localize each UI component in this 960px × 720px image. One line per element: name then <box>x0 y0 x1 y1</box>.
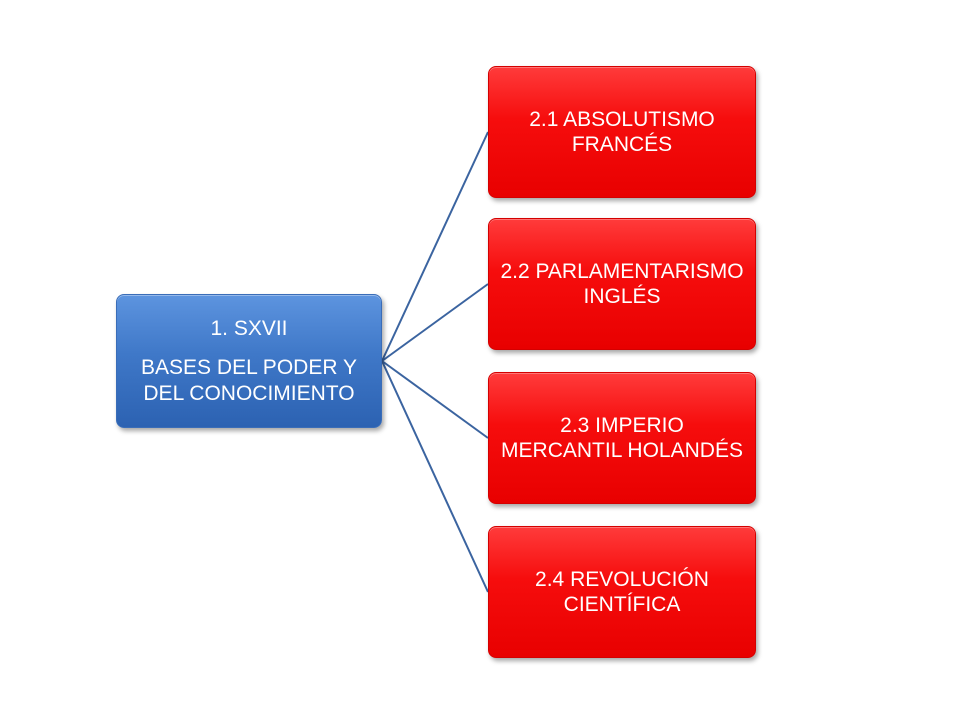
root-node-title: 1. SXVII <box>210 317 288 341</box>
connector-line-1 <box>381 131 489 362</box>
child-node-label: 2.4 REVOLUCIÓN CIENTÍFICA <box>535 567 709 616</box>
connector-line-4 <box>381 360 489 593</box>
child-node-label: 2.2 PARLAMENTARISMO INGLÉS <box>500 259 744 308</box>
root-node: 1. SXVII BASES DEL PODER Y DEL CONOCIMIE… <box>116 294 382 428</box>
child-node-absolutismo: 2.1 ABSOLUTISMO FRANCÉS <box>488 66 756 198</box>
child-node-revolucion-cientifica: 2.4 REVOLUCIÓN CIENTÍFICA <box>488 526 756 658</box>
connector-line-2 <box>381 283 489 362</box>
root-node-subtitle: BASES DEL PODER Y DEL CONOCIMIENTO <box>141 356 357 405</box>
child-node-label: 2.3 IMPERIO MERCANTIL HOLANDÉS <box>501 413 743 462</box>
child-node-label: 2.1 ABSOLUTISMO FRANCÉS <box>529 107 715 156</box>
connector-line-3 <box>381 360 489 439</box>
child-node-parlamentarismo: 2.2 PARLAMENTARISMO INGLÉS <box>488 218 756 350</box>
child-node-imperio-mercantil: 2.3 IMPERIO MERCANTIL HOLANDÉS <box>488 372 756 504</box>
